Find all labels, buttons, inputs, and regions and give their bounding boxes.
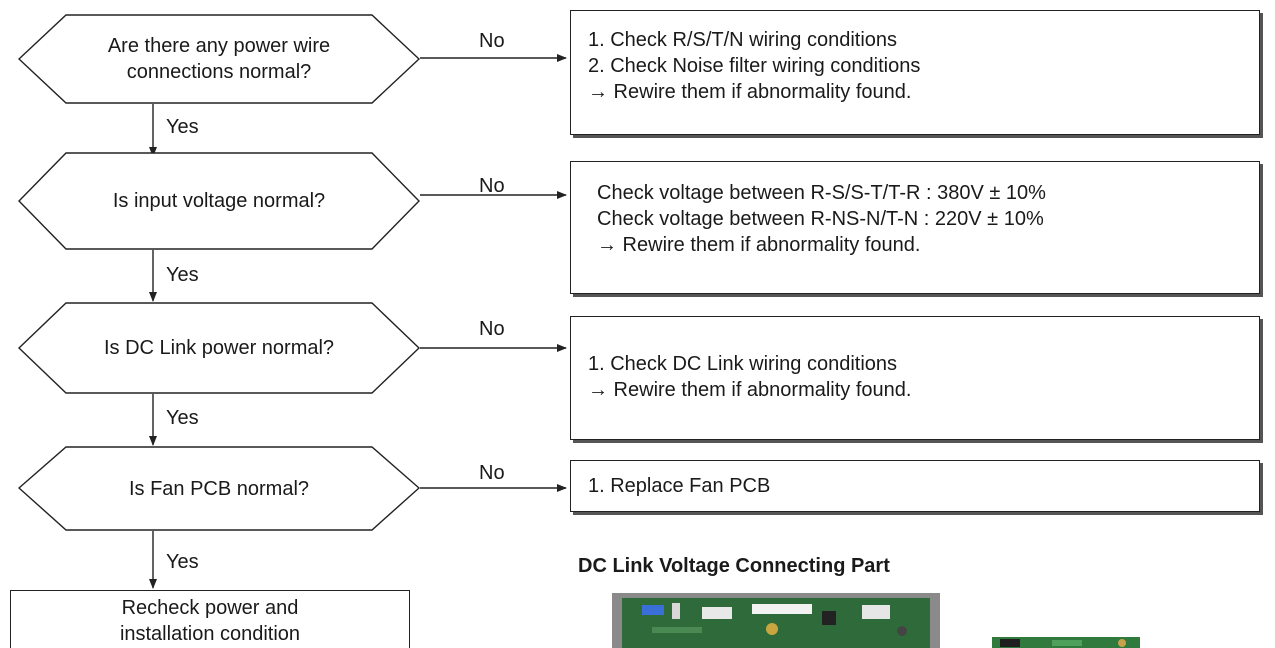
yes-label-1: Yes: [166, 116, 199, 138]
decision-text-line: Are there any power wire: [107, 35, 331, 57]
decision-text-line: Is input voltage normal?: [112, 190, 326, 212]
action-text-line: Check voltage between R-NS-N/T-N : 220V …: [597, 208, 1044, 230]
action-text-line: 1. Replace Fan PCB: [588, 475, 771, 497]
yes-label-2: Yes: [166, 264, 199, 286]
end-box-recheck: Recheck power and installation condition: [10, 590, 410, 648]
no-label-1: No: [479, 30, 505, 52]
action-text-line: 1. Check DC Link wiring conditions: [588, 353, 898, 375]
action-text-line: → Rewire them if abnormality found.: [597, 234, 921, 256]
pcb-detail-photo: [992, 636, 1140, 648]
end-text-line: Recheck power and: [121, 597, 299, 619]
action-box-dc-link: 1. Check DC Link wiring conditions → Rew…: [570, 316, 1260, 440]
action-box-fan-pcb: 1. Replace Fan PCB: [570, 460, 1260, 512]
no-label-3: No: [479, 318, 505, 340]
action-text-line: 2. Check Noise filter wiring conditions: [588, 55, 921, 77]
decision-power-wire: Are there any power wire connections nor…: [18, 14, 420, 104]
decision-text-line: connections normal?: [126, 61, 312, 83]
yes-label-3: Yes: [166, 407, 199, 429]
decision-text-line: Is Fan PCB normal?: [128, 477, 310, 500]
decision-input-voltage: Is input voltage normal?: [18, 152, 420, 250]
action-text-line: Check voltage between R-S/S-T/T-R : 380V…: [597, 182, 1046, 204]
yes-label-4: Yes: [166, 551, 199, 573]
end-text-line: installation condition: [119, 623, 301, 645]
action-text-line: → Rewire them if abnormality found.: [588, 81, 912, 103]
action-box-wiring: 1. Check R/S/T/N wiring conditions 2. Ch…: [570, 10, 1260, 135]
action-text-line: 1. Check R/S/T/N wiring conditions: [588, 29, 898, 51]
decision-text-line: Is DC Link power normal?: [103, 337, 335, 359]
action-text-line: → Rewire them if abnormality found.: [588, 379, 912, 401]
decision-fan-pcb: Is Fan PCB normal?: [18, 446, 420, 531]
photo-caption: DC Link Voltage Connecting Part: [578, 555, 890, 577]
action-box-voltage: Check voltage between R-S/S-T/T-R : 380V…: [570, 161, 1260, 294]
decision-dc-link: Is DC Link power normal?: [18, 302, 420, 394]
no-label-4: No: [479, 462, 505, 484]
pcb-photo: [612, 593, 940, 648]
no-label-2: No: [479, 175, 505, 197]
